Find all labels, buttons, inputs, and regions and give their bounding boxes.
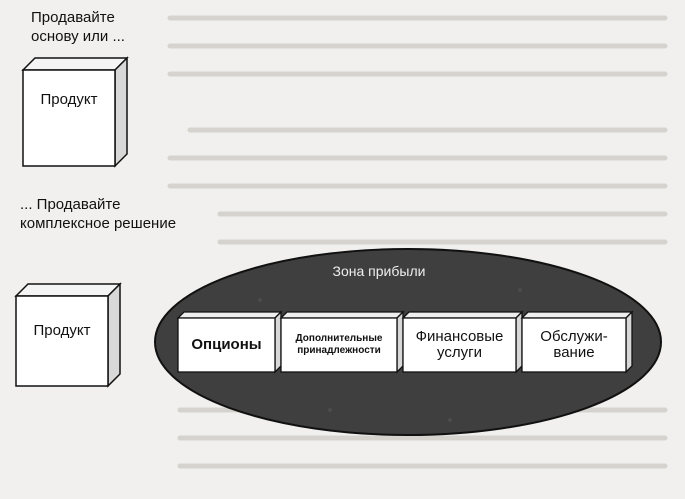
caption-sell-basic: Продавайте основу или ... (31, 9, 125, 45)
zone-item-financial-services: Финансовые услуги (415, 328, 504, 361)
product-cube-top (21, 56, 129, 168)
zone-item-service: Обслужи- вание (540, 328, 608, 361)
zone-box-service (520, 310, 634, 374)
profit-zone-title: Зона прибыли (332, 263, 426, 279)
caption-sell-complex: ... Продавайте комплексное решение (20, 196, 177, 232)
product-label-bottom: Продукт (33, 322, 91, 339)
zone-box-accessories (279, 310, 405, 374)
zone-item-accessories: Дополнительные принадлежности (295, 333, 383, 356)
product-cube-bottom (14, 282, 122, 388)
product-label-top: Продукт (40, 91, 98, 108)
zone-item-options: Опционы (191, 336, 262, 353)
zone-box-financial (401, 310, 524, 374)
zone-box-options (176, 310, 283, 374)
